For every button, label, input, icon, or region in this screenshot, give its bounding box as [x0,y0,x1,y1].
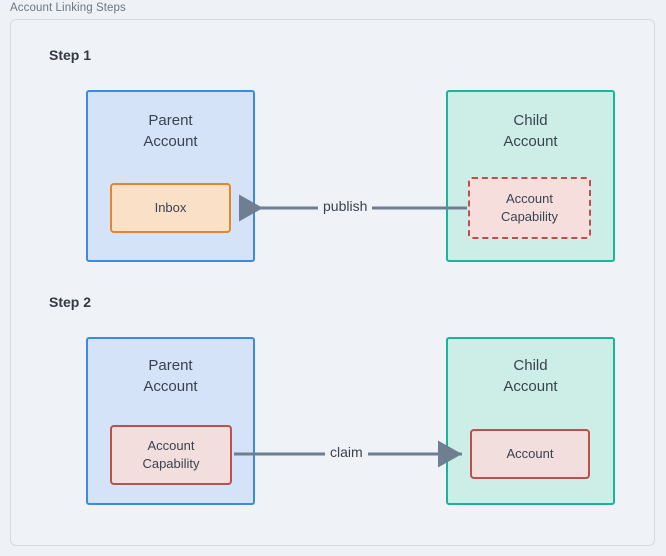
step-2-child-title-line1: Child [513,357,548,374]
step-2-parent-title-line2: Account [143,378,198,395]
step-1-inbox-label: Inbox [154,200,187,216]
step-2-label: Step 2 [49,294,92,310]
step-1-account-capability-line2: Capability [500,209,559,224]
step-2-edge-label: claim [325,444,368,460]
step-1-label: Step 1 [49,47,92,63]
step-1-account-capability-box[interactable]: Account Capability [468,177,591,239]
step-2-account-box[interactable]: Account [470,429,590,479]
step-2-child-account-box[interactable]: Child Account [446,337,615,505]
step-1-edge-label: publish [318,198,373,214]
step-2-parent-title-line1: Parent [148,357,193,374]
step-1-parent-title-line2: Account [143,133,198,150]
step-1-child-title-line1: Child [513,112,548,129]
step-1-child-title-line2: Account [503,133,558,150]
step-1-account-capability-line1: Account [506,191,553,207]
step-2-account-capability-line1: Account [147,438,195,454]
step-1-inbox-box[interactable]: Inbox [110,183,231,233]
step-2-account-capability-line2: Capability [142,456,200,471]
step-2-child-title-line2: Account [503,378,558,395]
figure-title: Account Linking Steps [10,2,126,14]
step-1-parent-account-box[interactable]: Parent Account [86,90,255,262]
step-1-parent-title-line1: Parent [148,112,193,129]
step-2-account-label: Account [506,446,554,462]
step-2-account-capability-box[interactable]: Account Capability [110,425,232,485]
